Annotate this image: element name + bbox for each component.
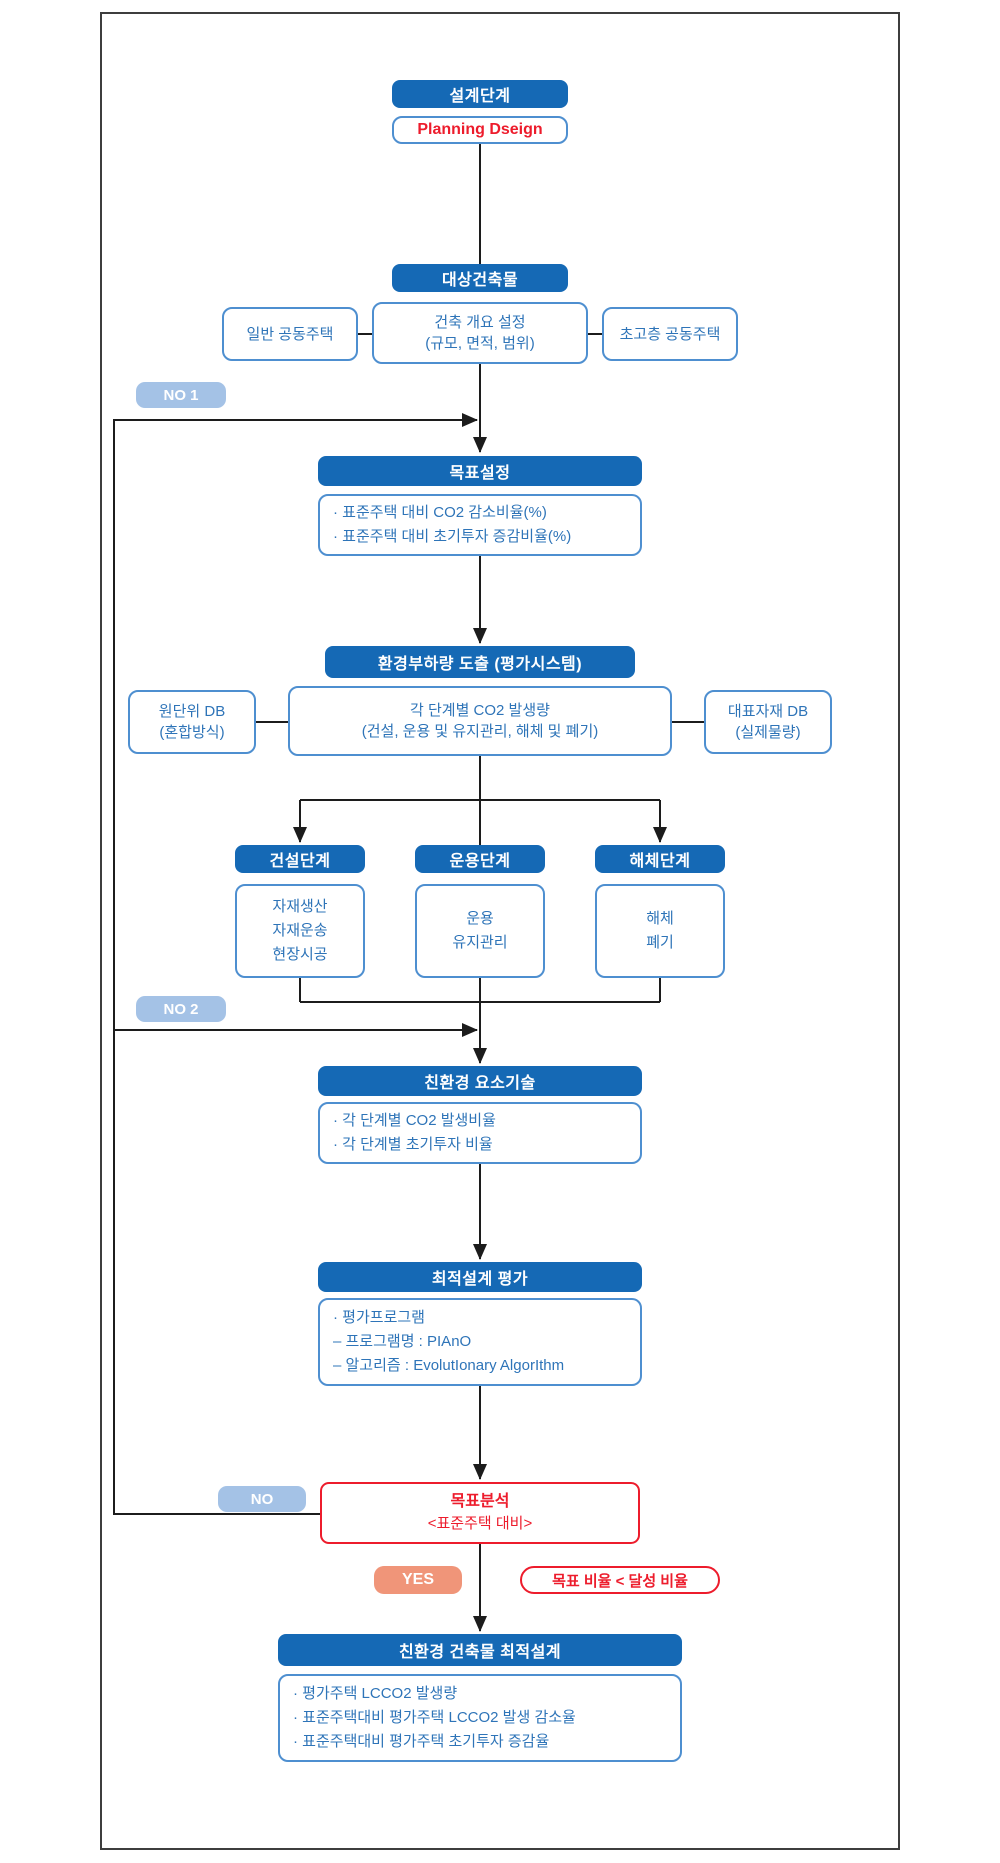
bullet-line: · 각 단계별 초기투자 비율	[333, 1136, 493, 1153]
stage-co2-box: 각 단계별 CO2 발생량 (건설, 운용 및 유지관리, 해체 및 폐기)	[288, 686, 672, 756]
no-label: NO	[218, 1486, 306, 1512]
condition-badge: 목표 비율 < 달성 비율	[520, 1566, 720, 1594]
goal-analysis-sub: <표준주택 대비>	[427, 1515, 533, 1532]
eco-tech-body: · 각 단계별 CO2 발생비율 · 각 단계별 초기투자 비율	[318, 1102, 642, 1164]
unit-db-box: 원단위 DB (혼합방식)	[128, 690, 256, 754]
yes-label: YES	[374, 1566, 462, 1594]
material-db-box: 대표자재 DB (실제물량)	[704, 690, 832, 754]
operation-stage-header: 운용단계	[415, 845, 545, 873]
final-design-body: · 평가주택 LCCO2 발생량 · 표준주택대비 평가주택 LCCO2 발생 …	[278, 1674, 682, 1762]
box-label: 각 단계별 CO2 발생량	[410, 702, 550, 719]
stage-item: 운용	[466, 910, 494, 927]
demolition-stage-body: 해체 폐기	[595, 884, 725, 978]
design-stage-header: 설계단계	[392, 80, 568, 108]
figure-border	[100, 12, 900, 1850]
bullet-line: · 표준주택 대비 초기투자 증감비율(%)	[333, 528, 572, 545]
bullet-line: · 평가주택 LCCO2 발생량	[293, 1685, 458, 1702]
opt-eval-body: · 평가프로그램 – 프로그램명 : PIAnO – 알고리즘 : Evolut…	[318, 1298, 642, 1386]
box-label: (건설, 운용 및 유지관리, 해체 및 폐기)	[361, 723, 599, 740]
bullet-line: – 프로그램명 : PIAnO	[333, 1333, 472, 1350]
stage-item: 자재운송	[272, 922, 328, 939]
stage-item: 현장시공	[272, 946, 328, 963]
box-label: 초고층 공동주택	[619, 325, 721, 343]
target-building-header: 대상건축물	[392, 264, 568, 292]
no2-label: NO 2	[136, 996, 226, 1022]
eco-tech-header: 친환경 요소기술	[318, 1066, 642, 1096]
goal-setting-header: 목표설정	[318, 456, 642, 486]
bullet-line: · 평가프로그램	[333, 1309, 425, 1326]
box-label: 건축 개요 설정	[434, 314, 526, 331]
bullet-line: · 표준주택대비 평가주택 LCCO2 발생 감소율	[293, 1709, 576, 1726]
bullet-line: · 표준주택대비 평가주택 초기투자 증감율	[293, 1733, 550, 1750]
stage-item: 폐기	[646, 934, 674, 951]
goal-analysis-title: 목표분석	[450, 1493, 510, 1510]
opt-eval-header: 최적설계 평가	[318, 1262, 642, 1292]
planning-design-box: Planning Dseign	[392, 116, 568, 144]
stage-item: 자재생산	[272, 898, 328, 915]
demolition-stage-header: 해체단계	[595, 845, 725, 873]
box-label: 대표자재 DB	[727, 703, 809, 720]
feedback-loop-line	[113, 413, 478, 1515]
goal-setting-body: · 표준주택 대비 CO2 감소비율(%) · 표준주택 대비 초기투자 증감비…	[318, 494, 642, 556]
env-load-header: 환경부하량 도출 (평가시스템)	[325, 646, 635, 678]
goal-analysis-box: 목표분석 <표준주택 대비>	[320, 1482, 640, 1544]
building-overview-box: 건축 개요 설정 (규모, 면적, 범위)	[372, 302, 588, 364]
bullet-line: – 알고리즘 : EvolutIonary AlgorIthm	[333, 1357, 565, 1374]
construction-stage-header: 건설단계	[235, 845, 365, 873]
bullet-line: · 각 단계별 CO2 발생비율	[333, 1112, 496, 1129]
final-design-header: 친환경 건축물 최적설계	[278, 1634, 682, 1666]
stage-item: 해체	[646, 910, 674, 927]
operation-stage-body: 운용 유지관리	[415, 884, 545, 978]
general-housing-box: 일반 공동주택	[222, 307, 358, 361]
box-label: (실제물량)	[735, 724, 801, 741]
box-label: 일반 공동주택	[246, 325, 334, 343]
box-label: 원단위 DB	[158, 703, 226, 720]
highrise-housing-box: 초고층 공동주택	[602, 307, 738, 361]
stage-item: 유지관리	[452, 934, 508, 951]
construction-stage-body: 자재생산 자재운송 현장시공	[235, 884, 365, 978]
box-label: (혼합방식)	[159, 724, 225, 741]
no1-label: NO 1	[136, 382, 226, 408]
bullet-line: · 표준주택 대비 CO2 감소비율(%)	[333, 504, 547, 521]
box-label: (규모, 면적, 범위)	[425, 335, 535, 352]
